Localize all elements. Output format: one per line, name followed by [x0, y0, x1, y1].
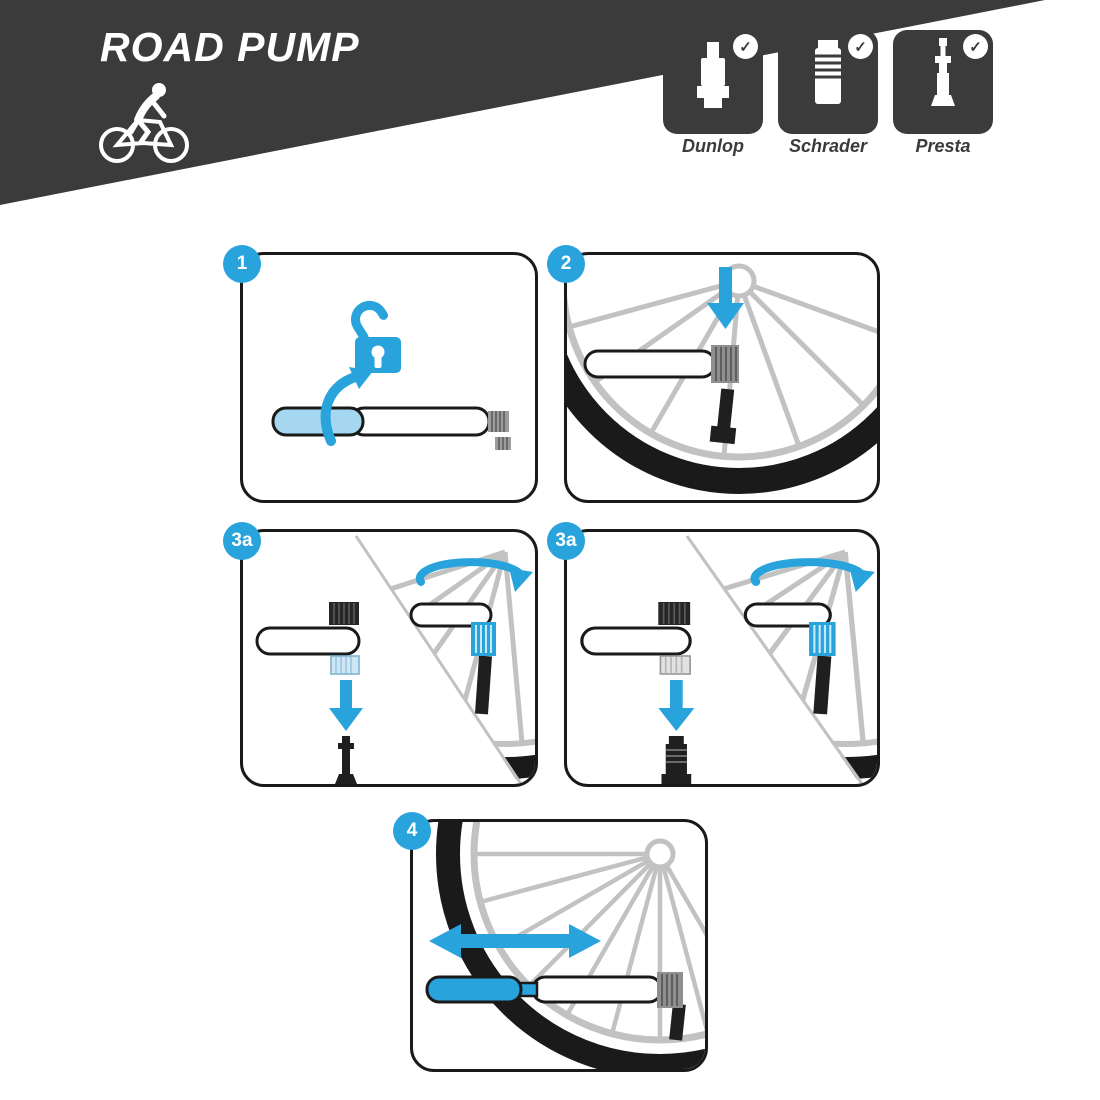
pump-head-detail — [580, 602, 692, 675]
presta-valve — [335, 736, 357, 784]
step-1-number: 1 — [236, 253, 248, 274]
step-2-number: 2 — [560, 253, 572, 274]
slide-arrow — [429, 924, 601, 958]
step-panel-2: 2 — [547, 245, 880, 503]
pump-on-valve — [409, 602, 496, 715]
step-2-canvas — [564, 252, 880, 503]
pump-illustration — [583, 345, 739, 383]
press-down-arrow — [329, 680, 363, 731]
step-3a-schrader-number: 3a — [555, 530, 577, 551]
step-panel-3a-presta: 3a — [223, 522, 538, 787]
pump-head — [488, 411, 511, 450]
step-3a-schrader-badge: 3a — [547, 522, 585, 560]
valve-label-presta: Presta — [915, 136, 971, 156]
step-2-badge: 2 — [547, 245, 585, 283]
rotation-arrow — [750, 558, 875, 592]
pump-handle — [425, 975, 523, 1004]
step-1-badge: 1 — [223, 245, 261, 283]
step-panel-3a-schrader: 3a — [547, 522, 880, 787]
valve-tile-schrader: ✓ — [778, 30, 878, 134]
schrader-valve-icon — [815, 40, 841, 104]
step-4-number: 4 — [406, 820, 418, 841]
step-panel-4: 4 — [393, 812, 708, 1072]
schrader-valve — [661, 736, 692, 784]
cyclist-icon — [99, 83, 189, 163]
pump-illustration — [425, 972, 686, 1041]
wheel-valve — [709, 388, 737, 445]
pump-on-valve — [743, 602, 836, 715]
check-icon: ✓ — [733, 34, 758, 59]
step-3a-presta-canvas — [240, 529, 538, 787]
pump-head-detail — [255, 602, 361, 675]
press-down-arrow — [658, 680, 695, 731]
dunlop-valve-icon — [697, 42, 729, 108]
scene-divider — [354, 535, 523, 784]
press-down-arrow — [707, 267, 744, 329]
valve-label-dunlop: Dunlop — [682, 136, 744, 156]
pump-illustration — [271, 406, 511, 450]
step-3a-presta-badge: 3a — [223, 522, 261, 560]
page-title: ROAD PUMP — [100, 24, 360, 70]
step-4-badge: 4 — [393, 812, 431, 850]
presta-valve-icon — [931, 38, 955, 106]
wheel-valve — [669, 1003, 686, 1041]
step-1-canvas — [240, 252, 538, 503]
step-4-canvas — [410, 819, 708, 1072]
unlock-icon — [351, 300, 401, 373]
check-icon: ✓ — [848, 34, 873, 59]
pump-head — [711, 345, 739, 383]
check-icon: ✓ — [963, 34, 988, 59]
valve-tile-presta: ✓ — [893, 30, 993, 134]
step-panel-1: 1 — [223, 245, 538, 503]
valve-tile-dunlop: ✓ — [663, 30, 763, 134]
step-3a-schrader-canvas — [564, 529, 880, 787]
step-3a-presta-number: 3a — [231, 530, 253, 551]
rotation-arrow — [415, 558, 533, 592]
valve-label-schrader: Schrader — [788, 136, 868, 156]
hub — [644, 838, 676, 870]
rotate-up-arrow — [320, 367, 373, 446]
scene-divider — [685, 535, 864, 784]
pump-head — [657, 972, 683, 1008]
